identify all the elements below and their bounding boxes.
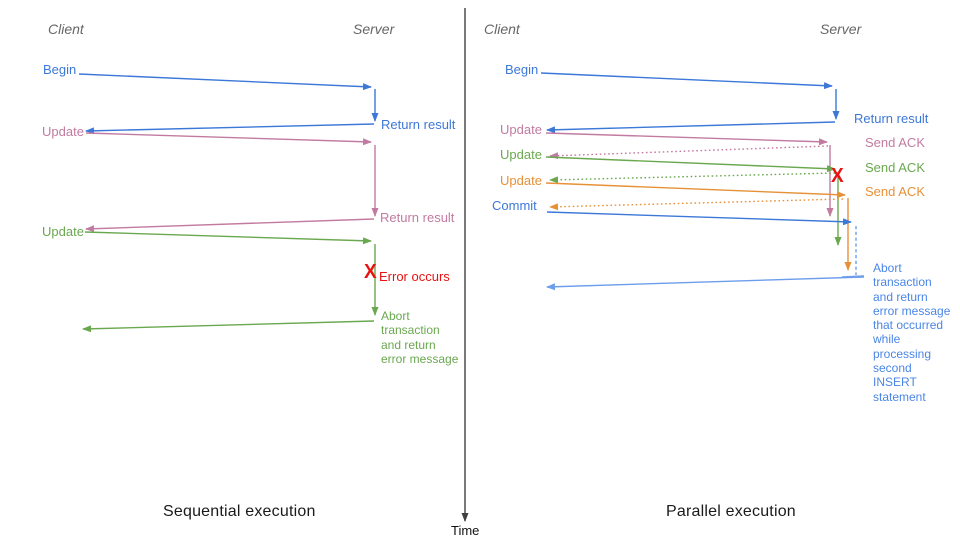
left-update-1-label: Update — [42, 124, 84, 139]
right-server-header: Server — [820, 21, 862, 37]
right-return-result-arrow — [546, 121, 836, 134]
left-caption: Sequential execution — [163, 503, 316, 520]
right-update-3-arrow — [545, 182, 852, 271]
right-commit-arrow — [546, 211, 857, 275]
left-update-1-arrow — [85, 132, 379, 217]
left-error-x-icon: X — [364, 261, 377, 284]
right-return-result-label: Return result — [854, 111, 929, 126]
left-client-header: Client — [48, 21, 84, 37]
right-update-3-label: Update — [500, 173, 542, 188]
right-send-ack-1-label: Send ACK — [865, 135, 925, 150]
right-begin-label: Begin — [505, 62, 539, 77]
left-return-result-2-arrow — [85, 218, 375, 233]
left-begin-arrow — [78, 73, 379, 122]
left-abort-note: Abort transaction and return error messa… — [381, 309, 459, 366]
left-server-header: Server — [353, 21, 395, 37]
right-client-header: Client — [484, 21, 520, 37]
right-abort-arrow — [546, 275, 865, 291]
right-update-1-arrow — [545, 132, 834, 217]
right-abort-note: Abort transaction and return error messa… — [873, 261, 951, 404]
right-send-ack-2-label: Send ACK — [865, 160, 925, 175]
right-commit-label: Commit — [492, 198, 537, 213]
left-abort-arrow — [82, 320, 375, 333]
right-update-2-arrow — [545, 156, 842, 246]
right-begin-arrow — [540, 72, 840, 120]
left-update-2-label: Update — [42, 224, 84, 239]
left-return-result-2-label: Return result — [380, 210, 455, 225]
left-update-2-arrow — [84, 231, 379, 316]
time-axis-label: Time — [451, 523, 480, 538]
left-return-result-1-arrow — [85, 123, 375, 135]
left-error-occurs-label: Error occurs — [379, 269, 450, 284]
left-begin-label: Begin — [43, 62, 77, 77]
right-send-ack-3-label: Send ACK — [865, 184, 925, 199]
right-update-2-label: Update — [500, 147, 542, 162]
left-return-result-1-label: Return result — [381, 117, 456, 132]
right-update-1-label: Update — [500, 122, 542, 137]
right-error-x-icon: X — [831, 165, 844, 188]
right-caption: Parallel execution — [666, 503, 796, 520]
